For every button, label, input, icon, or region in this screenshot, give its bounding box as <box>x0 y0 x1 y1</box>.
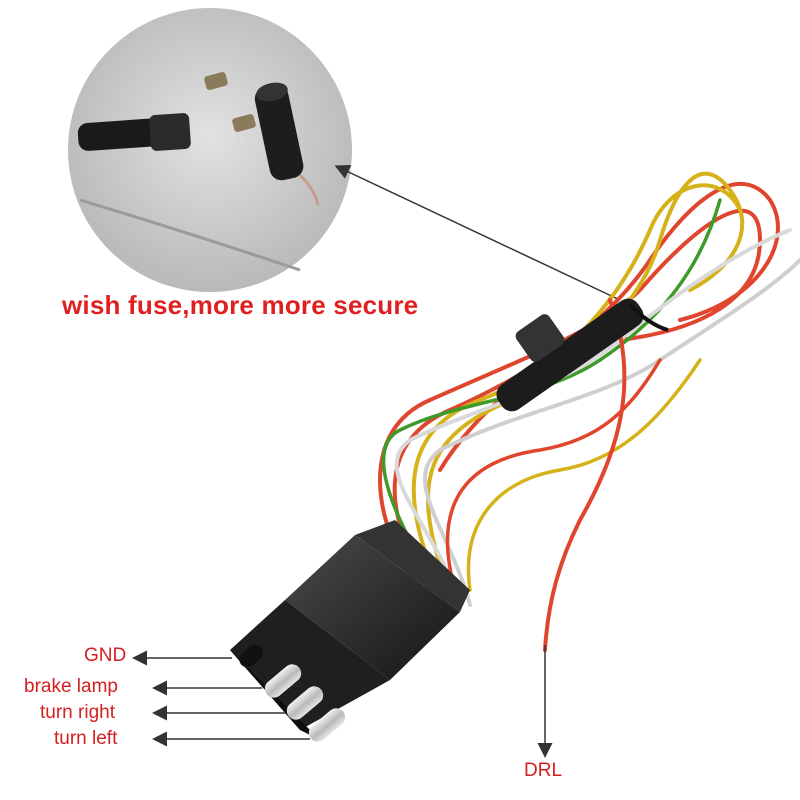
pin-arrows <box>132 650 310 747</box>
fuse-icon <box>204 72 256 132</box>
pin-gnd <box>239 644 263 668</box>
fuse-holder-open-icon <box>254 82 320 206</box>
pin-turn-left <box>308 708 346 742</box>
pin-brake-lamp <box>264 664 302 698</box>
fuse-inset <box>68 8 352 292</box>
label-brake-lamp: brake lamp <box>24 676 118 697</box>
fuse-pointer-arrow <box>334 165 621 301</box>
flat-4-pin-connector <box>230 520 470 742</box>
fuse-caption: wish fuse,more more secure <box>62 290 419 320</box>
label-gnd: GND <box>84 645 127 666</box>
label-drl: DRL <box>524 760 563 781</box>
pin-turn-right <box>286 686 324 720</box>
label-turn-right: turn right <box>40 702 115 723</box>
inline-fuse-holder <box>496 298 669 412</box>
label-turn-left: turn left <box>54 728 118 749</box>
